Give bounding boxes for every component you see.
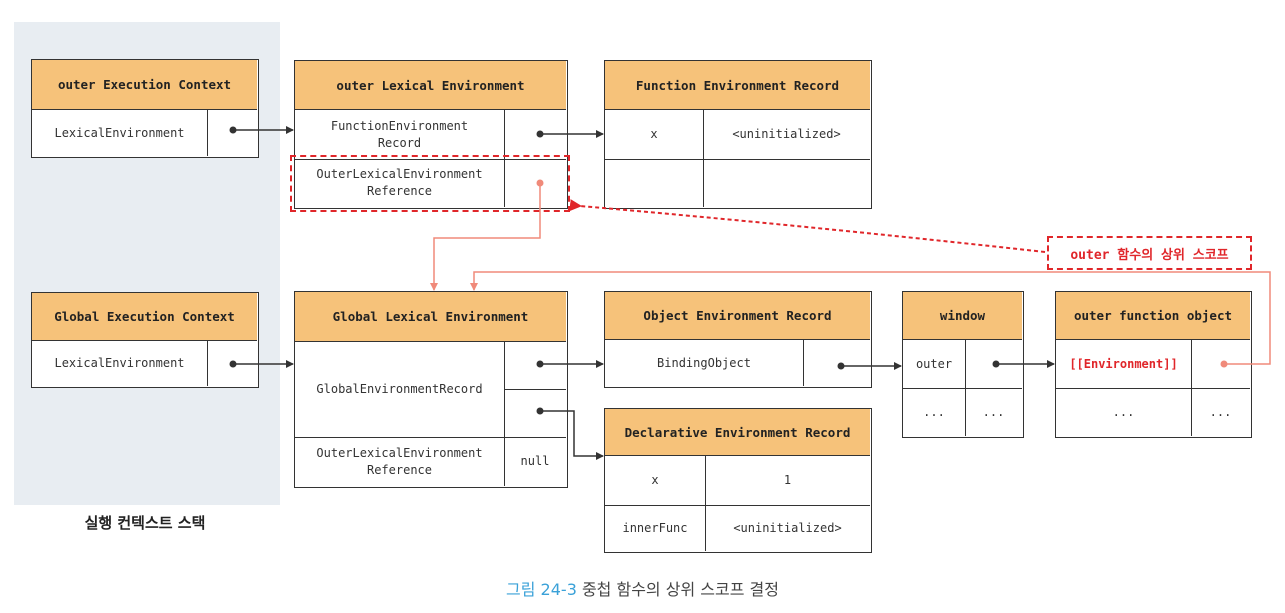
- object-environment-record-title: Object Environment Record: [605, 292, 870, 340]
- window-outer-key: outer: [915, 356, 953, 371]
- outer-reference-value: null: [520, 454, 550, 468]
- outer-reference-highlight: [290, 155, 570, 212]
- figure-number: 그림 24-3: [506, 580, 577, 599]
- record-key: x: [650, 127, 658, 141]
- outer-lexical-environment: outer Lexical Environment FunctionEnviro…: [294, 60, 568, 209]
- global-lexical-environment-title: Global Lexical Environment: [295, 292, 566, 342]
- function-environment-record-label: FunctionEnvironment Record: [330, 118, 469, 150]
- pointer-arrows: [229, 126, 1055, 460]
- outer-execution-context-title: outer Execution Context: [32, 60, 257, 110]
- record-key: x: [651, 473, 659, 487]
- global-execution-context-title: Global Execution Context: [32, 293, 257, 341]
- record-key: innerFunc: [622, 520, 688, 535]
- scope-chain-arrows: [430, 179, 1271, 368]
- scope-label: outer 함수의 상위 스코프: [1070, 247, 1229, 263]
- window-ellipsis-value: ...: [982, 404, 1005, 419]
- environment-internal-slot: [[Environment]]: [1069, 356, 1178, 371]
- record-value: <uninitialized>: [732, 127, 841, 141]
- global-execution-context: Global Execution Context LexicalEnvironm…: [31, 292, 259, 388]
- figure-caption-text: 중첩 함수의 상위 스코프 결정: [576, 580, 779, 599]
- declarative-environment-record-title: Declarative Environment Record: [605, 409, 870, 456]
- outer-function-object: outer function object [[Environment]] ..…: [1055, 291, 1252, 438]
- execution-context-stack-label: 실행 컨텍스트 스택: [84, 514, 206, 532]
- outer-fn-ellipsis-key: ...: [1112, 404, 1135, 419]
- outer-execution-context: outer Execution Context LexicalEnvironme…: [31, 59, 259, 158]
- window-title: window: [903, 292, 1022, 340]
- function-environment-record-title: Function Environment Record: [605, 61, 870, 110]
- global-lexical-environment: Global Lexical Environment GlobalEnviron…: [294, 291, 568, 488]
- binding-object-label: BindingObject: [657, 355, 751, 370]
- outer-lexical-environment-title: outer Lexical Environment: [295, 61, 566, 110]
- lexical-environment-label: LexicalEnvironment: [54, 356, 185, 370]
- figure-caption: 그림 24-3 중첩 함수의 상위 스코프 결정: [0, 576, 1285, 600]
- record-value: <uninitialized>: [733, 520, 842, 535]
- outer-fn-ellipsis-value: ...: [1209, 404, 1232, 419]
- lexical-environment-label: LexicalEnvironment: [54, 125, 185, 140]
- outer-function-object-title: outer function object: [1056, 292, 1250, 340]
- global-environment-record-label: GlobalEnvironmentRecord: [316, 382, 483, 396]
- outer-lexical-environment-reference-label: OuterLexicalEnvironment Reference: [316, 445, 483, 477]
- declarative-environment-record: Declarative Environment Record x 1 inner…: [604, 408, 872, 553]
- outer-lexical-environment-reference-label: OuterLexicalEnvironment Reference: [316, 167, 483, 198]
- function-environment-record: Function Environment Record x <uninitial…: [604, 60, 872, 209]
- record-value: 1: [783, 473, 792, 487]
- object-environment-record: Object Environment Record BindingObject: [604, 291, 872, 388]
- window-ellipsis-key: ...: [923, 404, 945, 419]
- scope-label-box: [1047, 236, 1252, 270]
